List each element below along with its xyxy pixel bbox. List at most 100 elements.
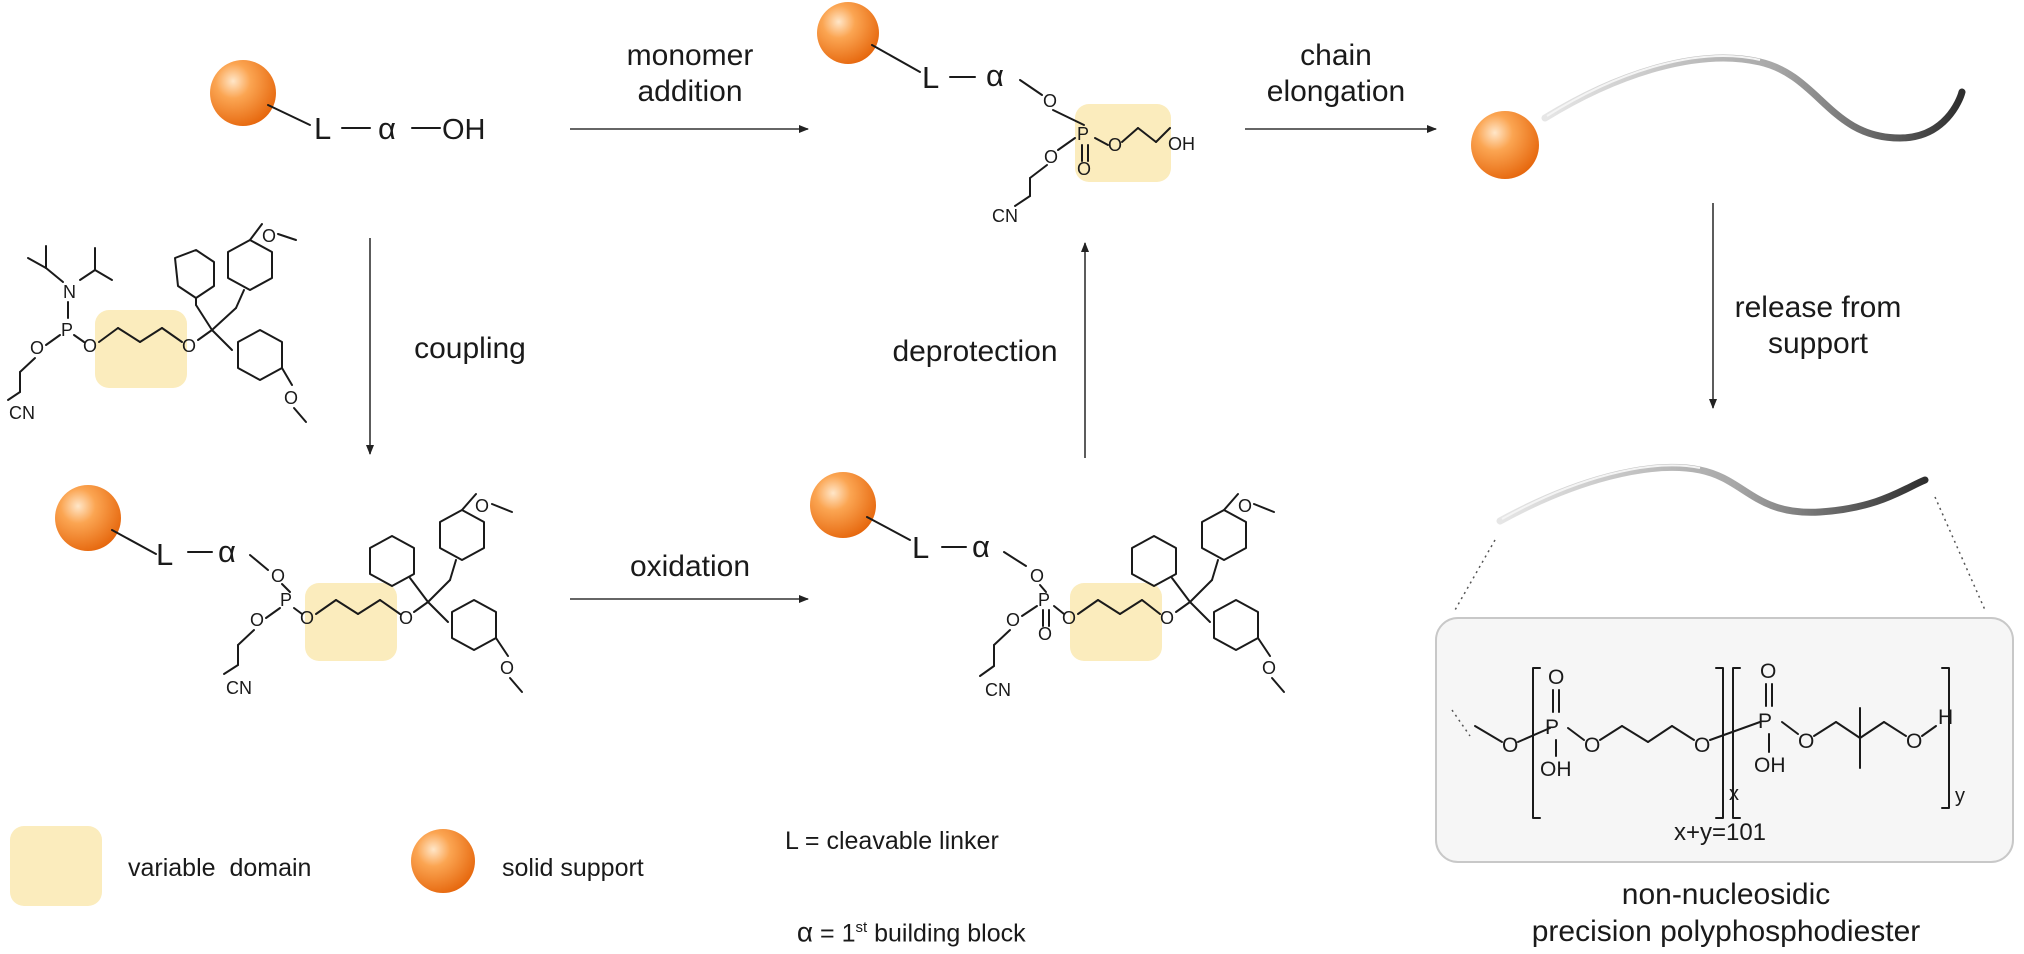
atom-P: P bbox=[1758, 710, 1772, 733]
atom-O: O bbox=[1238, 496, 1252, 516]
variable-domain-highlight bbox=[95, 310, 187, 388]
atom-N: N bbox=[63, 282, 76, 302]
atom-O: O bbox=[182, 336, 196, 356]
atom-alpha: α bbox=[218, 534, 236, 569]
atom-O: O bbox=[1160, 608, 1174, 628]
atom-O: O bbox=[1062, 608, 1076, 628]
atom-O: O bbox=[1584, 734, 1600, 757]
legend-block-rest: building block bbox=[867, 919, 1026, 948]
legend-variable-domain-label: variable domain bbox=[128, 854, 312, 882]
legend-block-sup: st bbox=[855, 919, 868, 936]
atom-alpha: α bbox=[986, 58, 1004, 93]
atom-O: O bbox=[1694, 734, 1710, 757]
atom-O: O bbox=[399, 608, 413, 628]
atom-P: P bbox=[280, 590, 292, 610]
atom-O: O bbox=[30, 338, 44, 358]
atom-CN: CN bbox=[226, 678, 252, 698]
atom-CN: CN bbox=[985, 680, 1011, 700]
atom-O: O bbox=[1548, 666, 1564, 689]
polymer-strand bbox=[1541, 54, 1966, 142]
atom-O: O bbox=[262, 226, 276, 246]
label-chain-elongation-line2: elongation bbox=[1266, 75, 1406, 108]
atom-alpha: α bbox=[972, 529, 990, 564]
atom-O: O bbox=[1030, 566, 1044, 586]
panel-frame bbox=[1435, 617, 2014, 863]
atom-O: O bbox=[1906, 730, 1922, 753]
solid-support-bead bbox=[210, 60, 276, 126]
atom-L: L bbox=[314, 111, 331, 146]
atom-OH: OH bbox=[1168, 134, 1195, 154]
polymer-structure-panel: O P O OH O O x P O OH O O bbox=[1435, 617, 2014, 863]
atom-O: O bbox=[1108, 135, 1122, 155]
polymer-title: non-nucleosidic precision polyphosphodie… bbox=[1476, 876, 1976, 950]
start-material: L α OH bbox=[210, 60, 486, 146]
label-monomer-addition-line2: addition bbox=[637, 75, 743, 108]
atom-P: P bbox=[1545, 716, 1559, 739]
atom-O: O bbox=[1502, 734, 1518, 757]
atom-O: O bbox=[250, 610, 264, 630]
polymer-title-line1: non-nucleosidic bbox=[1621, 878, 1831, 911]
label-release-line2: support bbox=[1767, 327, 1869, 360]
legend-linker-definition: L = cleavable linker bbox=[785, 827, 999, 855]
legend-solid-support-swatch bbox=[411, 829, 475, 893]
legend-variable-domain-swatch bbox=[10, 826, 102, 906]
atom-O: O bbox=[1043, 91, 1057, 111]
label-deprotection: deprotection bbox=[892, 335, 1058, 368]
released-strand bbox=[1496, 464, 1929, 525]
atom-L: L bbox=[922, 60, 939, 95]
atom-H: H bbox=[1938, 706, 1953, 729]
atom-L: L bbox=[912, 530, 929, 565]
solid-support-bead bbox=[817, 2, 879, 64]
atom-O: O bbox=[271, 566, 285, 586]
subscript-y: y bbox=[1955, 785, 1965, 807]
atom-O: O bbox=[1798, 730, 1814, 753]
variable-domain-highlight bbox=[1075, 104, 1171, 182]
label-chain-elongation: chain elongation bbox=[1246, 38, 1426, 110]
atom-O: O bbox=[300, 608, 314, 628]
label-oxidation: oxidation bbox=[629, 550, 751, 583]
label-release-line1: release from bbox=[1734, 291, 1902, 324]
elongated-strand-on-support bbox=[1471, 54, 1966, 179]
label-chain-elongation-line1: chain bbox=[1300, 39, 1372, 72]
atom-alpha: α bbox=[378, 111, 396, 146]
atom-O: O bbox=[1038, 624, 1052, 644]
variable-domain-highlight bbox=[1070, 583, 1162, 661]
atom-OH: OH bbox=[1754, 754, 1786, 777]
solid-support-bead bbox=[810, 472, 876, 538]
solid-support-bead bbox=[55, 485, 121, 551]
zoom-guide-right bbox=[1934, 496, 1986, 611]
atom-P: P bbox=[1077, 124, 1089, 144]
deprotected-product: L α O P O O CN O OH bbox=[817, 2, 1195, 226]
solid-support-bead bbox=[1471, 111, 1539, 179]
atom-CN: CN bbox=[992, 206, 1018, 226]
phosphoramidite-monomer: N P O CN O O O O bbox=[7, 223, 307, 423]
legend-solid-support-label: solid support bbox=[502, 854, 644, 882]
variable-domain-highlight bbox=[305, 583, 397, 661]
released-polymer bbox=[1454, 464, 1986, 611]
phosphite-intermediate: L α O P O CN O O O O bbox=[55, 485, 523, 698]
legend-alpha-symbol: α bbox=[796, 916, 814, 948]
atom-O: O bbox=[83, 336, 97, 356]
atom-O: O bbox=[1262, 658, 1276, 678]
atom-P: P bbox=[1038, 590, 1050, 610]
atom-O: O bbox=[284, 388, 298, 408]
atom-O: O bbox=[1077, 159, 1091, 179]
atom-O: O bbox=[500, 658, 514, 678]
label-release: release from support bbox=[1718, 290, 1918, 362]
atom-O: O bbox=[1760, 660, 1776, 683]
label-coupling: coupling bbox=[414, 332, 526, 365]
atom-P: P bbox=[61, 320, 73, 340]
atom-CN: CN bbox=[9, 403, 35, 423]
atom-L: L bbox=[156, 537, 173, 572]
atom-OH: OH bbox=[1540, 758, 1572, 781]
polymer-composition: x+y=101 bbox=[1673, 819, 1767, 846]
atom-O: O bbox=[1006, 610, 1020, 630]
atom-OH: OH bbox=[442, 114, 486, 146]
label-monomer-addition-line1: monomer bbox=[626, 39, 754, 72]
atom-O: O bbox=[1044, 147, 1058, 167]
legend-block-eq: = 1 bbox=[813, 919, 856, 948]
atom-O: O bbox=[475, 496, 489, 516]
zoom-guide-left bbox=[1454, 539, 1496, 611]
label-monomer-addition: monomer addition bbox=[590, 38, 790, 110]
